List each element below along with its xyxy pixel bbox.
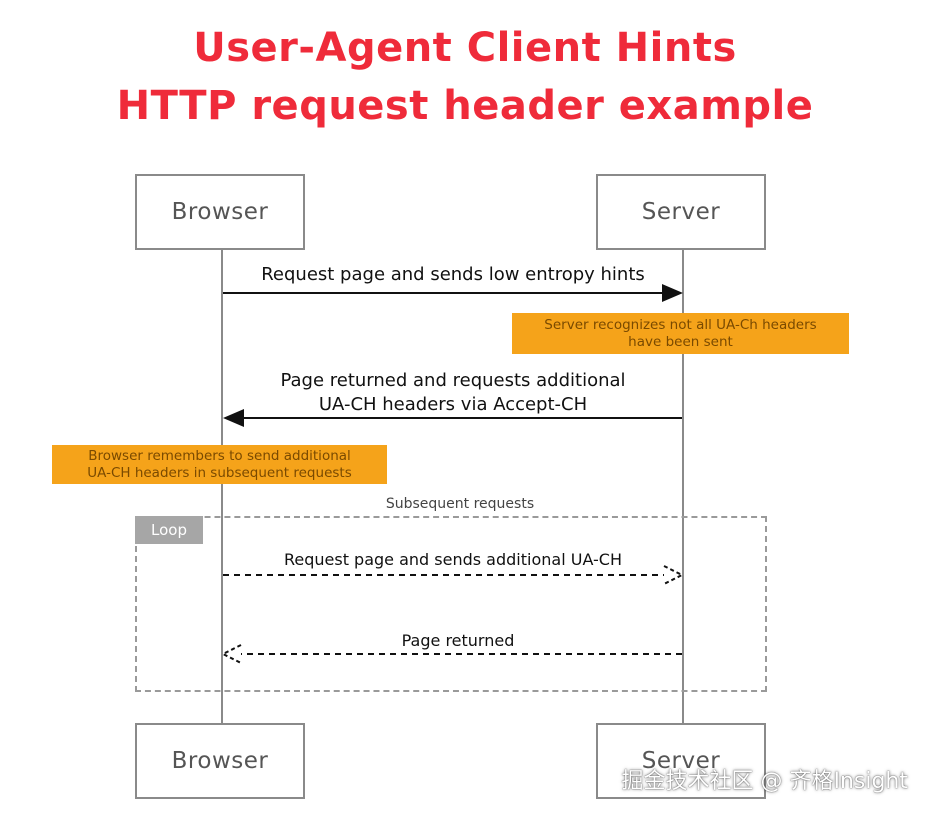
page-returned-label-1: Page returned and requests additional — [280, 370, 626, 391]
request-low-entropy-label: Request page and sends low entropy hints — [261, 264, 645, 285]
server-lifeline — [682, 250, 684, 724]
request-additional-label: Request page and sends additional UA-CH — [283, 550, 623, 569]
server-note-line-1: Server recognizes not all UA-Ch headers — [544, 316, 817, 333]
loop-tag: Loop — [135, 516, 203, 544]
server-actor-bottom: Server — [596, 723, 766, 799]
server-note: Server recognizes not all UA-Ch headers … — [512, 313, 849, 354]
page-returned-arrowhead — [223, 409, 244, 427]
page-returned-label-2: UA-CH headers via Accept-CH — [318, 394, 588, 415]
request-low-entropy-arrowhead — [662, 284, 683, 302]
browser-actor-bottom: Browser — [135, 723, 305, 799]
server-actor-top: Server — [596, 174, 766, 250]
browser-note-line-2: UA-CH headers in subsequent requests — [87, 464, 352, 481]
watermark: 掘金技术社区 @ 齐格Insight — [621, 769, 908, 794]
loop-caption: Subsequent requests — [385, 496, 535, 512]
title-line-2: HTTP request header example — [116, 83, 814, 129]
browser-actor-top: Browser — [135, 174, 305, 250]
browser-lifeline — [221, 250, 223, 724]
page-returned-loop-label: Page returned — [401, 631, 515, 650]
loop-frame — [135, 516, 767, 692]
browser-note-line-1: Browser remembers to send additional — [88, 447, 351, 464]
server-note-line-2: have been sent — [628, 333, 733, 350]
browser-note: Browser remembers to send additional UA-… — [52, 445, 387, 484]
title-line-1: User-Agent Client Hints — [193, 25, 737, 71]
